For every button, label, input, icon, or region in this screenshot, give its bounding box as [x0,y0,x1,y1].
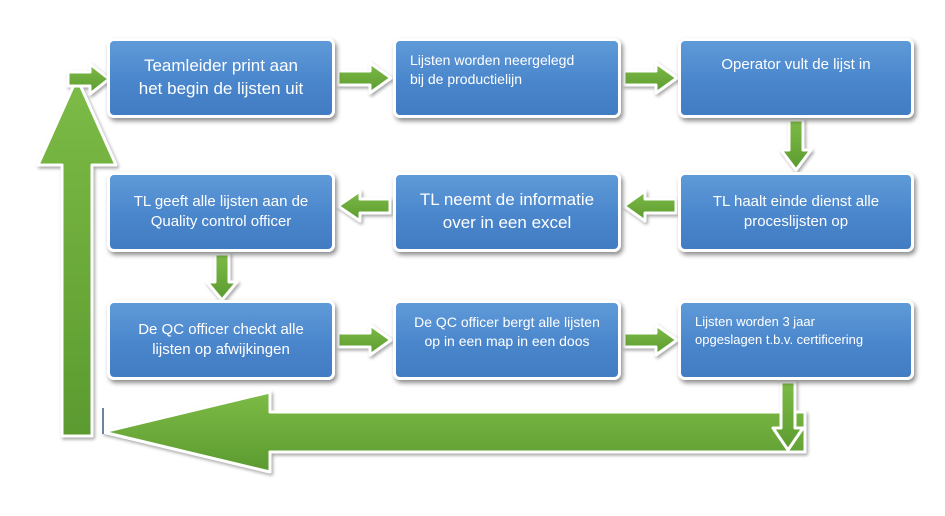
step-tl-excel: TL neemt de informatie over in een excel [393,172,621,252]
step-opgeslagen-certificering: Lijsten worden 3 jaar opgeslagen t.b.v. c… [678,300,914,380]
entry-arrow [66,62,111,96]
step-lijsten-neergelegd: Lijsten worden neergelegd bij de producti… [393,38,621,118]
step-2-line-2: bij de productielijn [410,70,523,87]
step-tl-haalt-proceslijsten: TL haalt einde dienst alle proceslijsten … [678,172,914,252]
return-arrow-bottom [101,390,807,474]
arrow-step7-step8 [336,323,393,357]
arrow-step3-step6 [779,118,813,172]
step-6-line-2: proceslijsten op [743,213,849,230]
step-9-line-2: opgeslagen t.b.v. certificering [695,331,864,347]
step-operator-vult-lijst: Operator vult de lijst in [678,38,914,118]
step-teamleider-print: Teamleider print aan het begin de lijsten… [107,38,335,118]
step-5-line-1: TL neemt de informatie [419,190,595,210]
step-6-line-1: TL haalt einde dienst alle [712,192,880,210]
arrow-step6-step5 [622,189,678,223]
step-qc-bergt-op: De QC officer bergt alle lijsten op in ee… [393,300,621,380]
arrow-step8-step9 [622,323,679,357]
step-1-line-2: het begin de lijsten uit [138,79,304,98]
step-7-line-1: De QC officer checkt alle [138,320,304,338]
step-8-line-1: De QC officer bergt alle lijsten [414,314,600,330]
arrow-step1-step2 [336,61,393,95]
step-5-line-2: over in een excel [442,213,572,232]
step-4-line-1: TL geeft alle lijsten aan de [133,192,309,210]
step-1-line-1: Teamleider print aan [143,56,298,76]
step-4-line-2: Quality control officer [150,213,292,230]
step-qc-checkt: De QC officer checkt alle lijsten op afwi… [107,300,335,380]
step-7-line-2: lijsten op afwijkingen [152,341,290,358]
step-8-line-2: op in een map in een doos [424,332,590,349]
arrow-step5-step4 [336,189,392,223]
arrow-step2-step3 [622,61,679,95]
step-9-line-1: Lijsten worden 3 jaar [695,314,815,329]
arrow-step9-return [771,380,805,452]
arrow-step4-step7 [205,252,239,302]
step-tl-geeft-lijsten: TL geeft alle lijsten aan de Quality cont… [107,172,335,252]
step-2-line-1: Lijsten worden neergelegd [410,52,575,68]
return-arrow-left [36,76,118,438]
step-3-line-1: Operator vult de lijst in [721,56,871,73]
